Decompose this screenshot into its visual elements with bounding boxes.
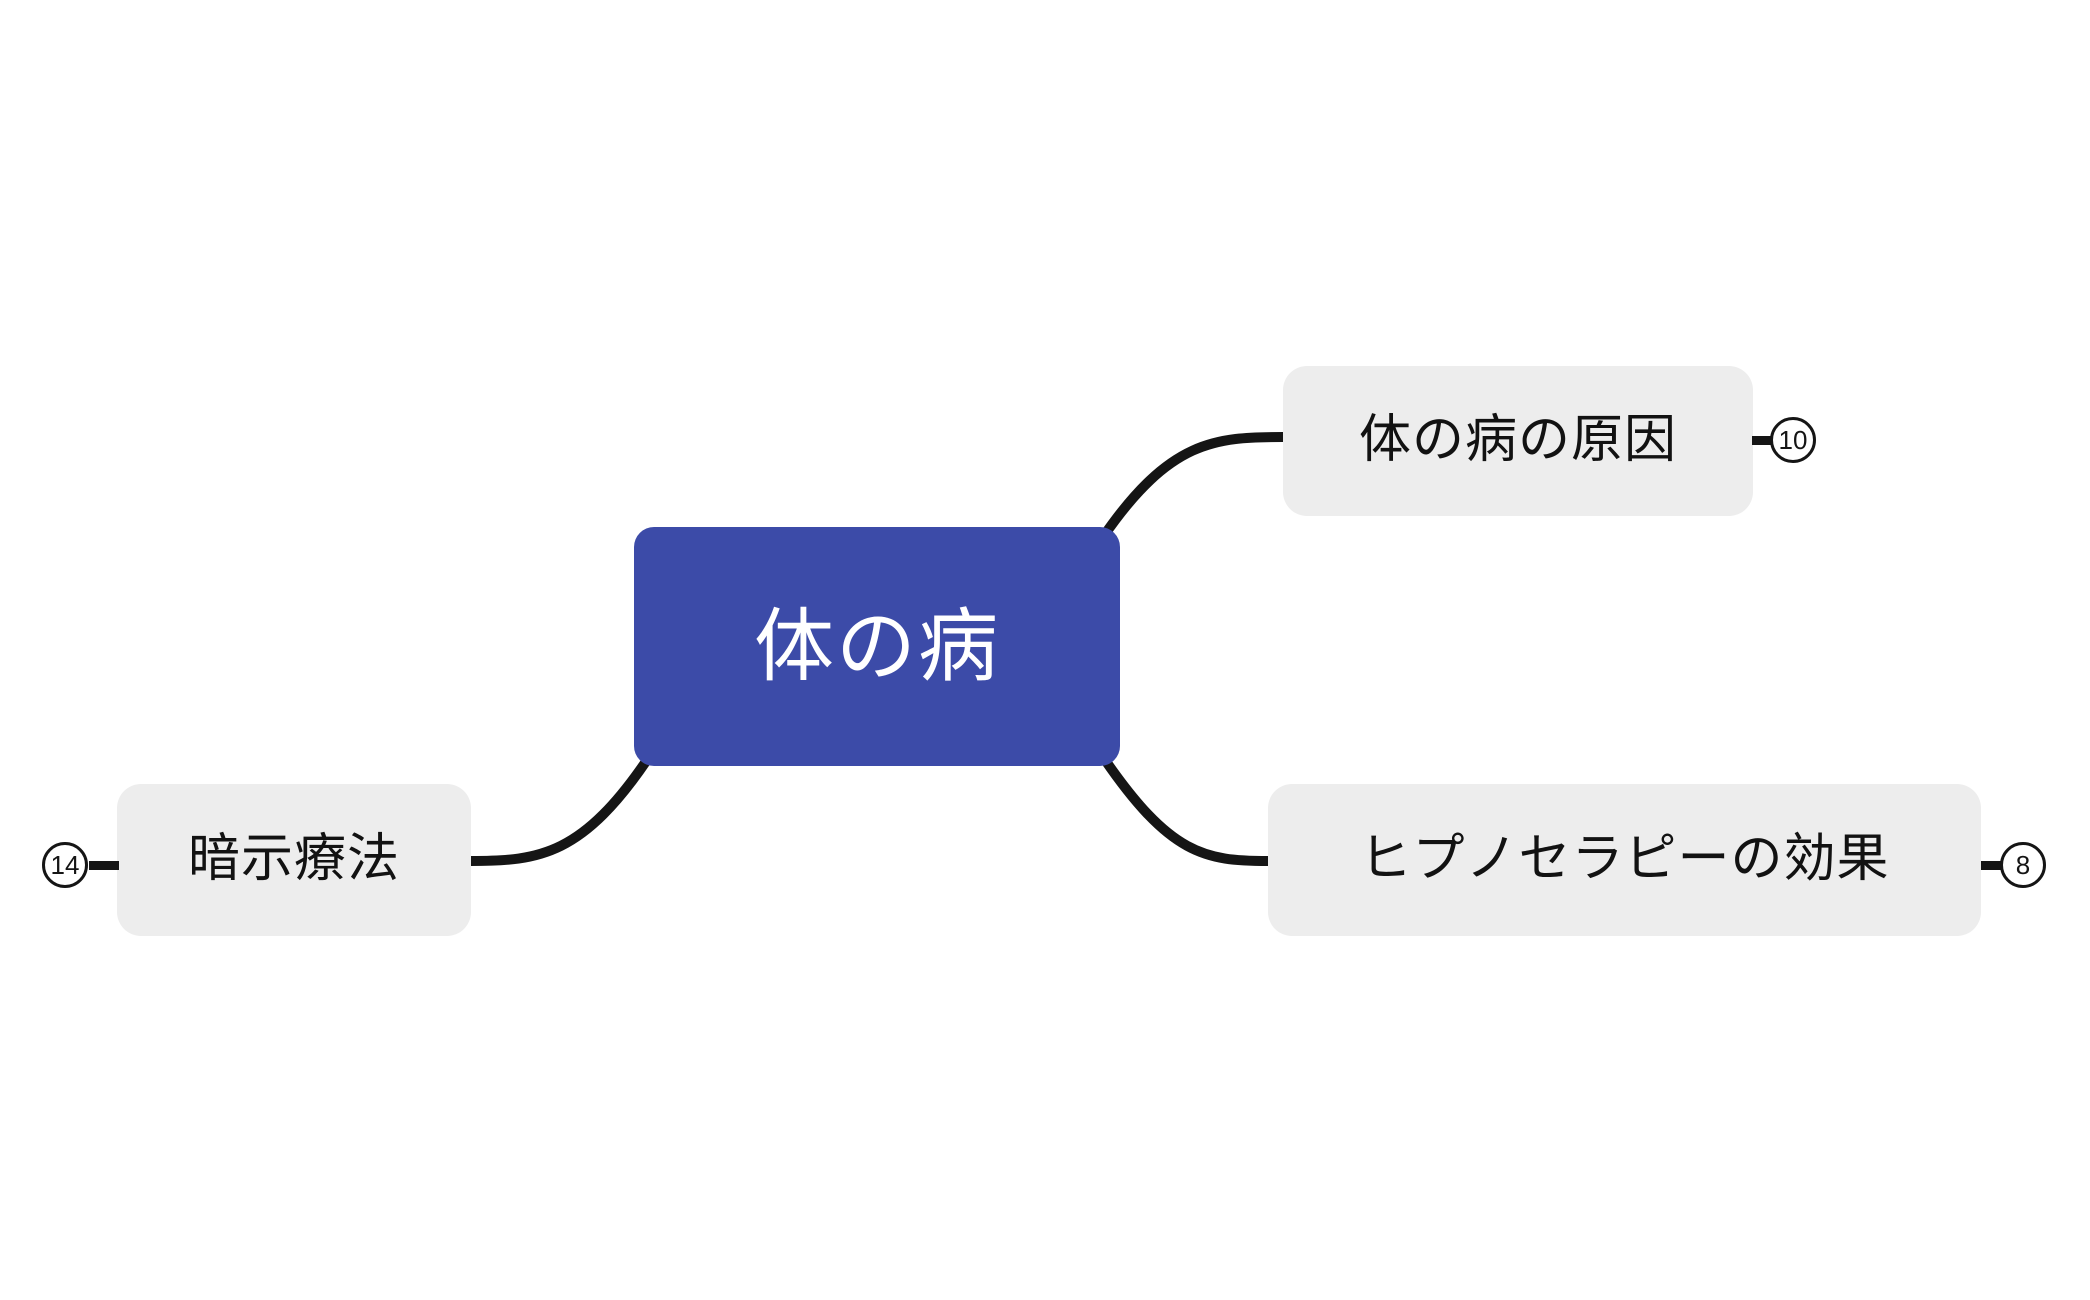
badge-stub-suggestion — [89, 861, 119, 870]
branch-node-cause-label: 体の病の原因 — [1358, 411, 1677, 470]
branch-node-suggestion-label: 暗示療法 — [187, 830, 400, 889]
branch-node-suggestion[interactable]: 暗示療法 — [117, 784, 471, 936]
badge-effect-count: 8 — [2015, 850, 2031, 880]
edge-root-to-cause — [1098, 432, 1288, 542]
edge-root-to-effect — [1098, 752, 1273, 866]
badge-stub-cause — [1752, 436, 1774, 445]
badge-cause[interactable]: 10 — [1770, 417, 1816, 463]
branch-node-effect-label: ヒプノセラピーの効果 — [1359, 830, 1890, 889]
branch-node-effect[interactable]: ヒプノセラピーの効果 — [1268, 784, 1981, 936]
root-node-label: 体の病 — [754, 601, 1000, 691]
badge-effect[interactable]: 8 — [2000, 842, 2046, 888]
badge-stub-effect — [1981, 861, 2003, 870]
badge-suggestion-count: 14 — [50, 850, 80, 880]
edge-root-to-suggestion — [466, 752, 654, 866]
badge-suggestion[interactable]: 14 — [42, 842, 88, 888]
root-node[interactable]: 体の病 — [634, 527, 1120, 766]
badge-cause-count: 10 — [1778, 425, 1808, 455]
branch-node-cause[interactable]: 体の病の原因 — [1283, 366, 1753, 516]
